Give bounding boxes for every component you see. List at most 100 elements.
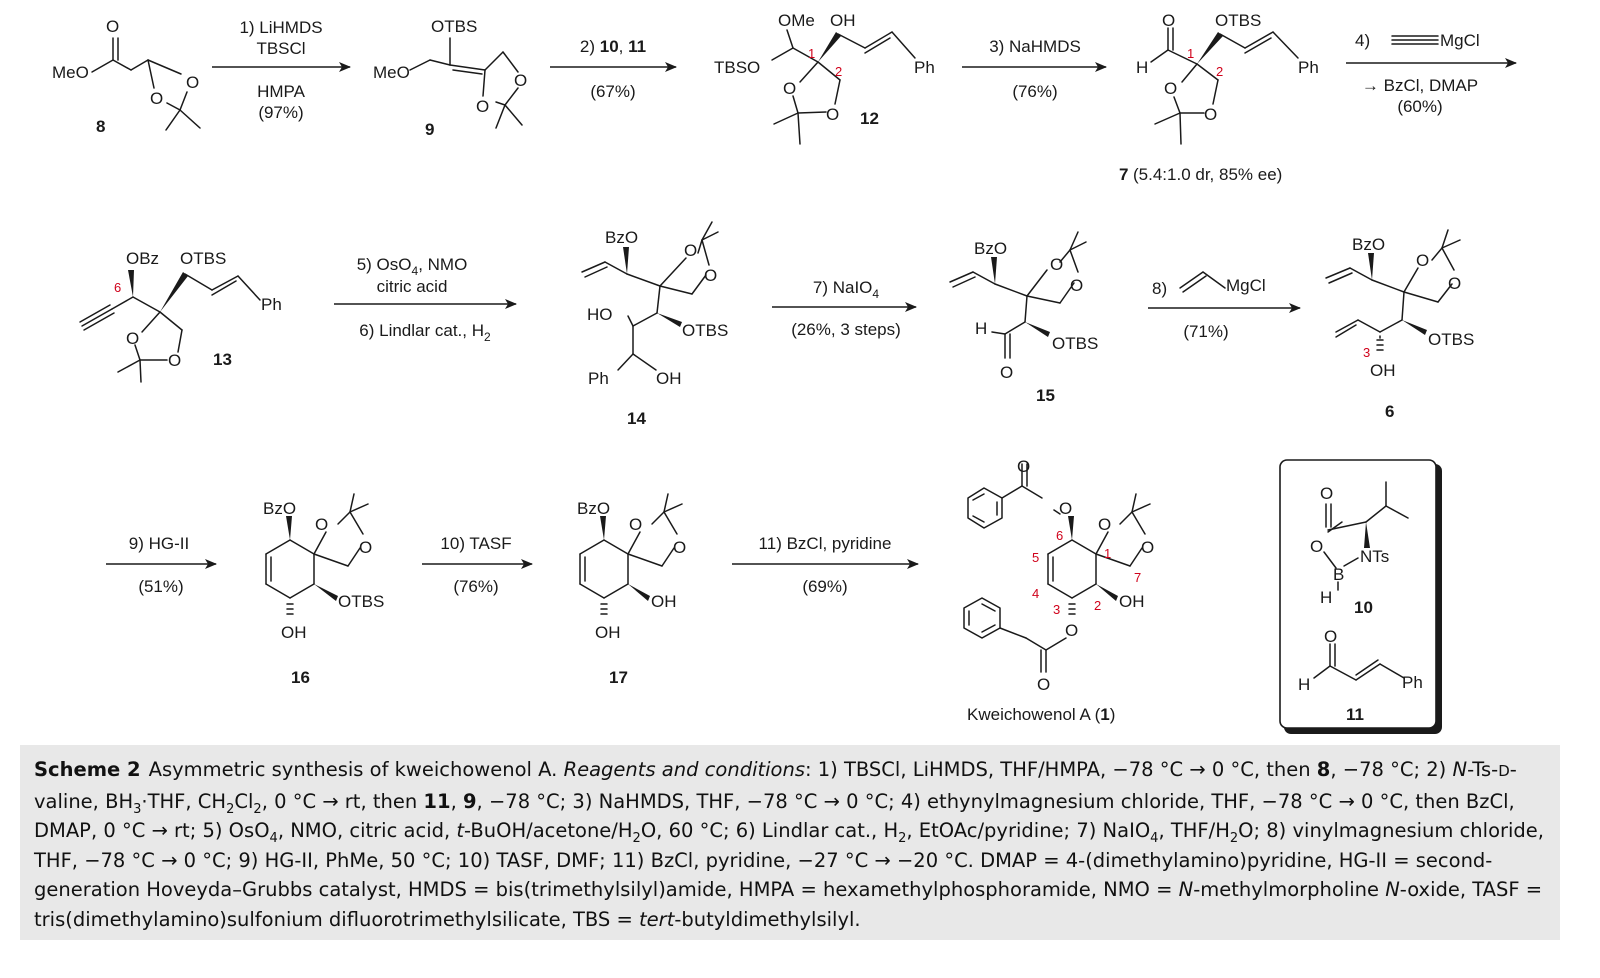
atom-otbs: OTBS [682, 321, 728, 340]
atom-oh: OH [651, 592, 677, 611]
atom-obz: OBz [126, 249, 159, 268]
caption-compound-ref: 9 [462, 789, 477, 813]
step-4-yield: (60%) [1397, 97, 1442, 116]
caption-text: : 1) TBSCl, LiHMDS, THF/HMPA, −78 °C → 0… [805, 758, 1317, 781]
compound-label-8: 8 [96, 117, 105, 136]
locant-2: 2 [835, 64, 842, 79]
compound-8: O MeO O O 8 [52, 17, 201, 136]
compound-12: OMe OH TBSO Ph O O 1 2 12 [714, 11, 935, 145]
step-10-reagent: 10) TASF [440, 534, 511, 553]
atom-oh: OH [656, 369, 682, 388]
caption-text: Asymmetric synthesis of kweichowenol A. [148, 758, 564, 781]
caption-text: D [1498, 762, 1510, 780]
compound-label-15: 15 [1036, 386, 1055, 405]
atom-o: O [1162, 11, 1175, 30]
compound-kweichowenol-a: O O O O OH O O 1 2 3 4 5 6 7 Kweichoweno… [963, 457, 1154, 724]
caption-text: , −78 °C; 3) NaHMDS, THF, −78 °C → 0 °C;… [34, 789, 1515, 843]
atom-meo: MeO [373, 63, 410, 82]
step-8-number: 8) [1152, 279, 1167, 298]
compound-label-16: 16 [291, 668, 310, 687]
atom-bzo: BzO [974, 239, 1007, 258]
atom-o: O [106, 17, 119, 36]
caption-text: , 0 °C → rt, then [261, 789, 424, 813]
atom-o: O [1324, 627, 1337, 646]
compound-label-10: 10 [1354, 598, 1373, 617]
atom-o: O [1164, 79, 1177, 98]
step-7-yield: (26%, 3 steps) [791, 320, 901, 339]
caption-subscript: 2 [226, 801, 235, 817]
caption-subscript: 4 [269, 830, 278, 846]
step-9-reagent: 9) HG-II [129, 534, 189, 553]
caption-text: -methylmorpholine [1193, 878, 1386, 901]
compound-16: BzO O O OTBS OH 16 [263, 493, 384, 687]
caption-title: Scheme 2 [34, 758, 141, 781]
atom-o: O [1059, 499, 1072, 518]
compound-label-1: Kweichowenol A (1) [967, 705, 1115, 724]
atom-oh: OH [1370, 361, 1396, 380]
step-7-reagent: 7) NaIO4 [813, 278, 880, 301]
atom-o: O [1098, 515, 1111, 534]
compound-label-6: 6 [1385, 402, 1394, 421]
step-6-reagent: 6) Lindlar cat., H2 [359, 321, 491, 344]
atom-o: O [359, 538, 372, 557]
caption-text: t [456, 819, 465, 842]
atom-o: O [1000, 363, 1013, 382]
atom-o: O [704, 266, 717, 285]
atom-otbs: OTBS [1052, 334, 1098, 353]
locant-1: 1 [1187, 46, 1194, 61]
step-5-reagent: 5) OsO4, NMO [357, 255, 468, 278]
locant-2: 2 [1216, 64, 1223, 79]
scheme-drawing: O MeO O O 8 1) LiHMDS TBSCl HMPA (97%) O… [52, 11, 1517, 734]
atom-ph: Ph [914, 58, 935, 77]
atom-ph: Ph [588, 369, 609, 388]
atom-o: O [1141, 538, 1154, 557]
compound-label-14: 14 [627, 409, 646, 428]
atom-o: O [1065, 621, 1078, 640]
atom-bzo: BzO [577, 499, 610, 518]
atom-o: O [1310, 537, 1323, 556]
locant-5: 5 [1032, 550, 1039, 565]
atom-otbs: OTBS [431, 17, 477, 36]
atom-o: O [629, 515, 642, 534]
step-8-reagent: MgCl [1226, 276, 1266, 295]
caption-compound-ref: 8 [1316, 758, 1331, 781]
caption-subscript: 2 [1229, 830, 1239, 846]
compound-17: BzO O O OH OH 17 [577, 493, 686, 687]
caption-text: O; 8) vinylmagnesium chloride, THF, −78 … [34, 819, 1545, 901]
locant-3: 3 [1363, 345, 1370, 360]
caption-text: Reagents and conditions [563, 758, 805, 781]
caption-text: ·THF, CH [141, 789, 227, 813]
atom-ome: OMe [778, 11, 815, 30]
step-2-reagent: 2) 10, 11 [580, 37, 646, 56]
locant-6: 6 [114, 280, 121, 295]
locant-1: 1 [1104, 546, 1111, 561]
step-10-yield: (76%) [453, 577, 498, 596]
atom-bzo: BzO [1352, 235, 1385, 254]
compound-7-note: (5.4:1.0 dr, 85% ee) [1133, 165, 1282, 184]
atom-o: O [315, 515, 328, 534]
atom-bzo: BzO [263, 499, 296, 518]
atom-ho: HO [587, 305, 613, 324]
atom-h: H [1136, 58, 1148, 77]
locant-2: 2 [1094, 598, 1101, 613]
atom-o: O [1070, 276, 1083, 295]
compound-label-7: 7 [1119, 165, 1128, 184]
locant-3: 3 [1053, 602, 1060, 617]
locant-6: 6 [1056, 528, 1063, 543]
reagent-box: O O B NTs H 10 O H Ph 11 [1279, 459, 1442, 734]
atom-otbs: OTBS [180, 249, 226, 268]
atom-o: O [1050, 255, 1063, 274]
atom-o: O [126, 329, 139, 348]
step-1-reagent: 1) LiHMDS [239, 18, 322, 37]
locant-7: 7 [1134, 570, 1141, 585]
atom-ph: Ph [261, 295, 282, 314]
atom-h: H [975, 319, 987, 338]
atom-o: O [1448, 274, 1461, 293]
compound-14: BzO O O HO OTBS Ph OH 14 [581, 221, 728, 428]
compound-7: O OTBS H Ph O O 1 2 7 (5.4:1.0 dr, 85% e… [1119, 11, 1319, 184]
reaction-scheme: O MeO O O 8 1) LiHMDS TBSCl HMPA (97%) O… [20, 0, 1580, 760]
atom-meo: MeO [52, 63, 89, 82]
step-3-reagent: 3) NaHMDS [989, 37, 1081, 56]
step-11-yield: (69%) [802, 577, 847, 596]
caption-text: N [1385, 878, 1400, 901]
